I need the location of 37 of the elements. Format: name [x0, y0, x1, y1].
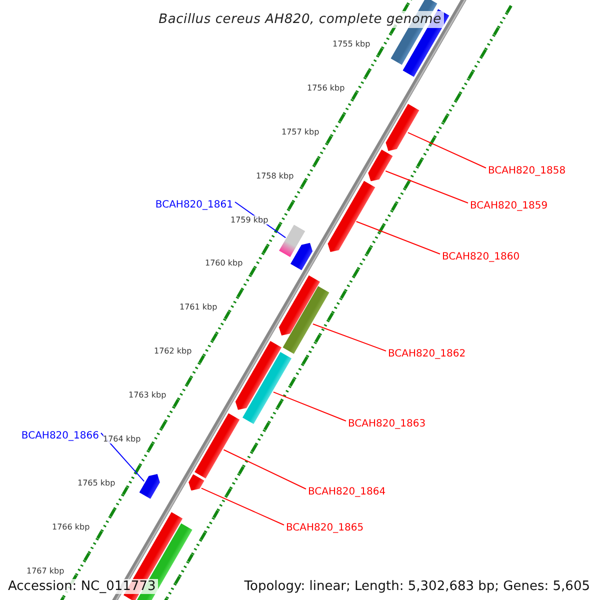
- gene-feature: [383, 104, 420, 154]
- gene-label: BCAH820_1866: [21, 430, 99, 442]
- gene-label: BCAH820_1862: [388, 348, 466, 360]
- gene-feature: [276, 274, 320, 338]
- leader-line: [356, 220, 440, 254]
- leader-line: [272, 392, 346, 422]
- gene-label: BCAH820_1858: [488, 166, 566, 176]
- position-label: 1766 kbp: [52, 522, 90, 532]
- position-label: 1762 kbp: [154, 346, 192, 356]
- position-label: 1765 kbp: [78, 478, 116, 488]
- position-label: 1756 kbp: [307, 83, 345, 92]
- leader-line: [200, 488, 284, 526]
- position-label: 1759 kbp: [230, 215, 268, 224]
- accession-text: Accession: NC_011773: [6, 579, 158, 594]
- gene-feature: [194, 413, 240, 479]
- gene-label: BCAH820_1860: [442, 252, 520, 262]
- genome-stats-text: Topology: linear; Length: 5,302,683 bp; Genes: 5,605: [242, 579, 592, 594]
- leader-line: [312, 323, 386, 352]
- position-label: 1764 kbp: [103, 434, 141, 444]
- position-label: 1757 kbp: [282, 127, 320, 136]
- position-label: 1758 kbp: [256, 171, 294, 180]
- gene-label: BCAH820_1864: [308, 486, 386, 498]
- gene-label: BCAH820_1861: [155, 200, 233, 210]
- leader-line: [407, 132, 486, 168]
- position-label: 1761 kbp: [180, 302, 218, 312]
- gene-feature: [242, 352, 292, 424]
- gene-feature: [283, 286, 330, 354]
- gene-label: BCAH820_1865: [286, 522, 364, 534]
- gene-label: BCAH820_1863: [348, 418, 426, 430]
- leader-line: [385, 170, 468, 204]
- position-label: 1763 kbp: [128, 390, 166, 400]
- gene-feature: [278, 225, 306, 258]
- leader-line: [223, 449, 306, 490]
- position-label: 1760 kbp: [205, 258, 243, 268]
- position-label: 1767 kbp: [26, 566, 64, 576]
- gene-label: BCAH820_1859: [470, 200, 548, 212]
- position-label: 1755 kbp: [332, 39, 370, 48]
